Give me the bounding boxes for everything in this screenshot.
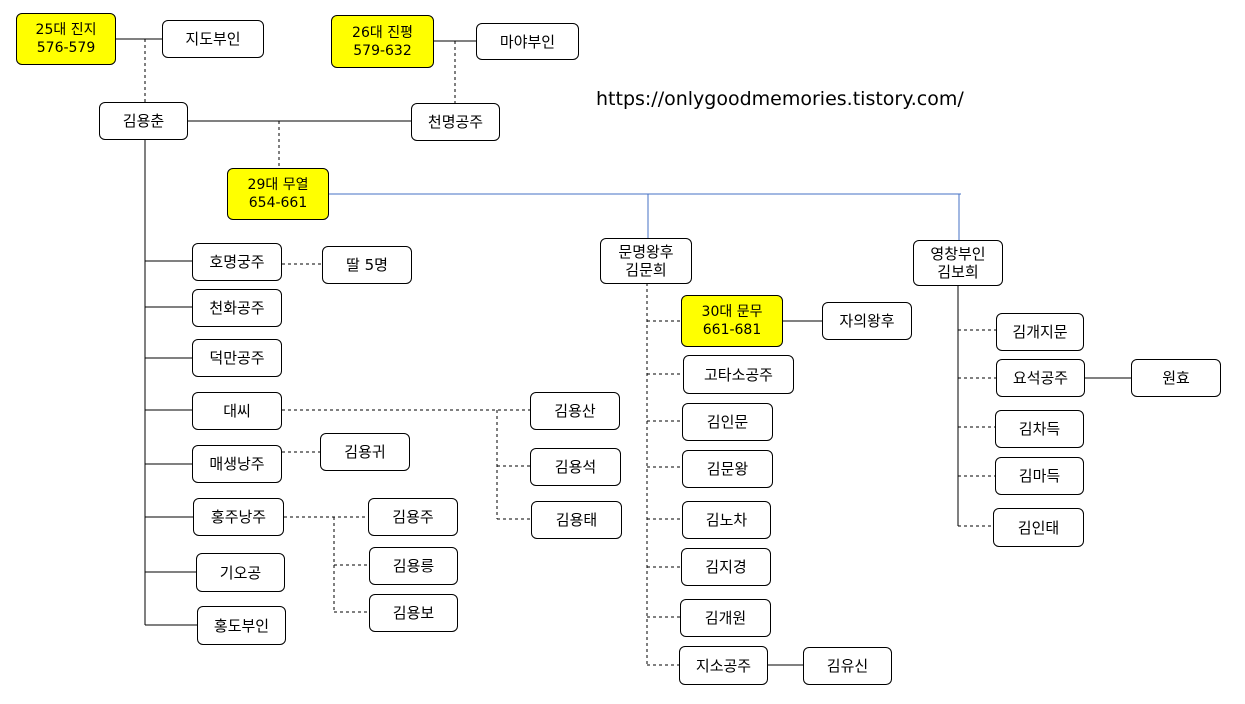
node-munmu: 30대 문무 661-681 — [681, 295, 783, 347]
node-yongtae: 김용태 — [531, 501, 622, 539]
node-maya: 마야부인 — [476, 23, 579, 60]
node-jigyeong: 김지경 — [681, 548, 771, 586]
node-maesaeng: 매생낭주 — [192, 445, 282, 483]
node-cheonmyeong: 천명공주 — [411, 103, 500, 141]
node-yongbo: 김용보 — [369, 594, 458, 632]
node-yongneung: 김용릉 — [369, 547, 458, 585]
node-yongchun: 김용춘 — [99, 102, 188, 140]
node-munmyeong: 문명왕후 김문희 — [600, 238, 692, 284]
node-yeongchang: 영창부인 김보희 — [913, 240, 1003, 286]
node-jinpyeong: 26대 진평 579-632 — [331, 15, 434, 68]
node-daessi: 대씨 — [192, 392, 282, 430]
node-yongseok: 김용석 — [530, 448, 621, 486]
node-hongju: 홍주낭주 — [193, 498, 284, 536]
node-jido: 지도부인 — [162, 20, 264, 58]
node-cheonhwa: 천화공주 — [192, 289, 282, 327]
node-yongsan: 김용산 — [530, 392, 620, 430]
node-gaejimun: 김개지문 — [996, 313, 1084, 351]
node-deokman: 덕만공주 — [192, 339, 282, 377]
node-yongju: 김용주 — [368, 498, 458, 536]
node-yoseok: 요석공주 — [996, 359, 1085, 397]
node-homyeong: 호명궁주 — [192, 243, 282, 281]
node-gaewon: 김개원 — [680, 599, 771, 637]
node-chadeuk: 김차득 — [995, 410, 1084, 448]
node-wonhyo: 원효 — [1131, 359, 1221, 397]
node-jaui: 자의왕후 — [822, 302, 912, 340]
node-yusin: 김유신 — [803, 647, 892, 685]
node-madeuk: 김마득 — [995, 457, 1084, 495]
node-inmun: 김인문 — [682, 403, 773, 441]
node-hongdo: 홍도부인 — [197, 606, 286, 645]
node-muyeol: 29대 무열 654-661 — [227, 168, 329, 220]
node-nocha: 김노차 — [682, 501, 771, 539]
node-gioh: 기오공 — [196, 553, 285, 592]
node-intae: 김인태 — [993, 508, 1084, 547]
node-jinji: 25대 진지 576-579 — [16, 13, 116, 65]
blog-url: https://onlygoodmemories.tistory.com/ — [596, 88, 964, 110]
node-munwang: 김문왕 — [682, 450, 773, 488]
node-yonggwi: 김용귀 — [320, 433, 410, 471]
node-ttal5: 딸 5명 — [322, 246, 412, 284]
node-gotaso: 고타소공주 — [683, 355, 794, 394]
node-jiso: 지소공주 — [679, 646, 768, 685]
